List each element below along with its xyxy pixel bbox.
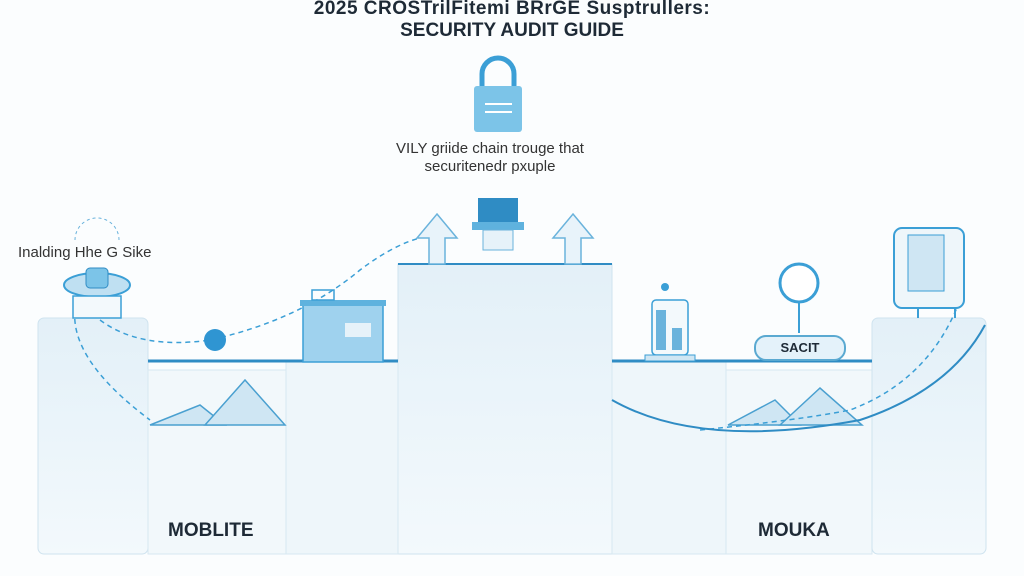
bar-chart-device-icon [644,283,696,362]
server-cabinet-icon [893,227,965,318]
mountain-icon [149,378,864,426]
left-lower-panel [285,361,399,555]
right-mid-panel [725,369,873,555]
up-arrow-icon [415,212,595,265]
connection-path-right [699,299,961,431]
bottom-label-left: MOBLITE [168,520,254,541]
center-pillar [397,263,613,555]
gauge-icon [778,262,820,333]
sacit-badge: SACIT [754,335,846,361]
right-pillar [871,317,987,555]
left-pillar [37,317,149,555]
subtitle-line-2: securitenedr pxuple [424,158,556,175]
satellite-icon [63,217,131,319]
right-lower-panel [611,361,727,555]
node-dot [204,329,226,351]
workstation-icon [300,289,386,363]
subtitle-line-1: VILY griide chain trouge that [396,140,584,157]
connection-curve [611,324,986,433]
title-line-2: SECURITY AUDIT GUIDE [400,20,624,41]
title-line-1: 2025 CROSTrilFitemi BRrGE Susptrullers: [313,0,711,19]
connection-path [73,235,431,421]
laptop-icon [472,198,524,251]
bottom-label-right: MOUKA [758,520,830,541]
left-label: Inalding Hhe G Sike [18,244,152,261]
lock-icon [474,55,522,132]
